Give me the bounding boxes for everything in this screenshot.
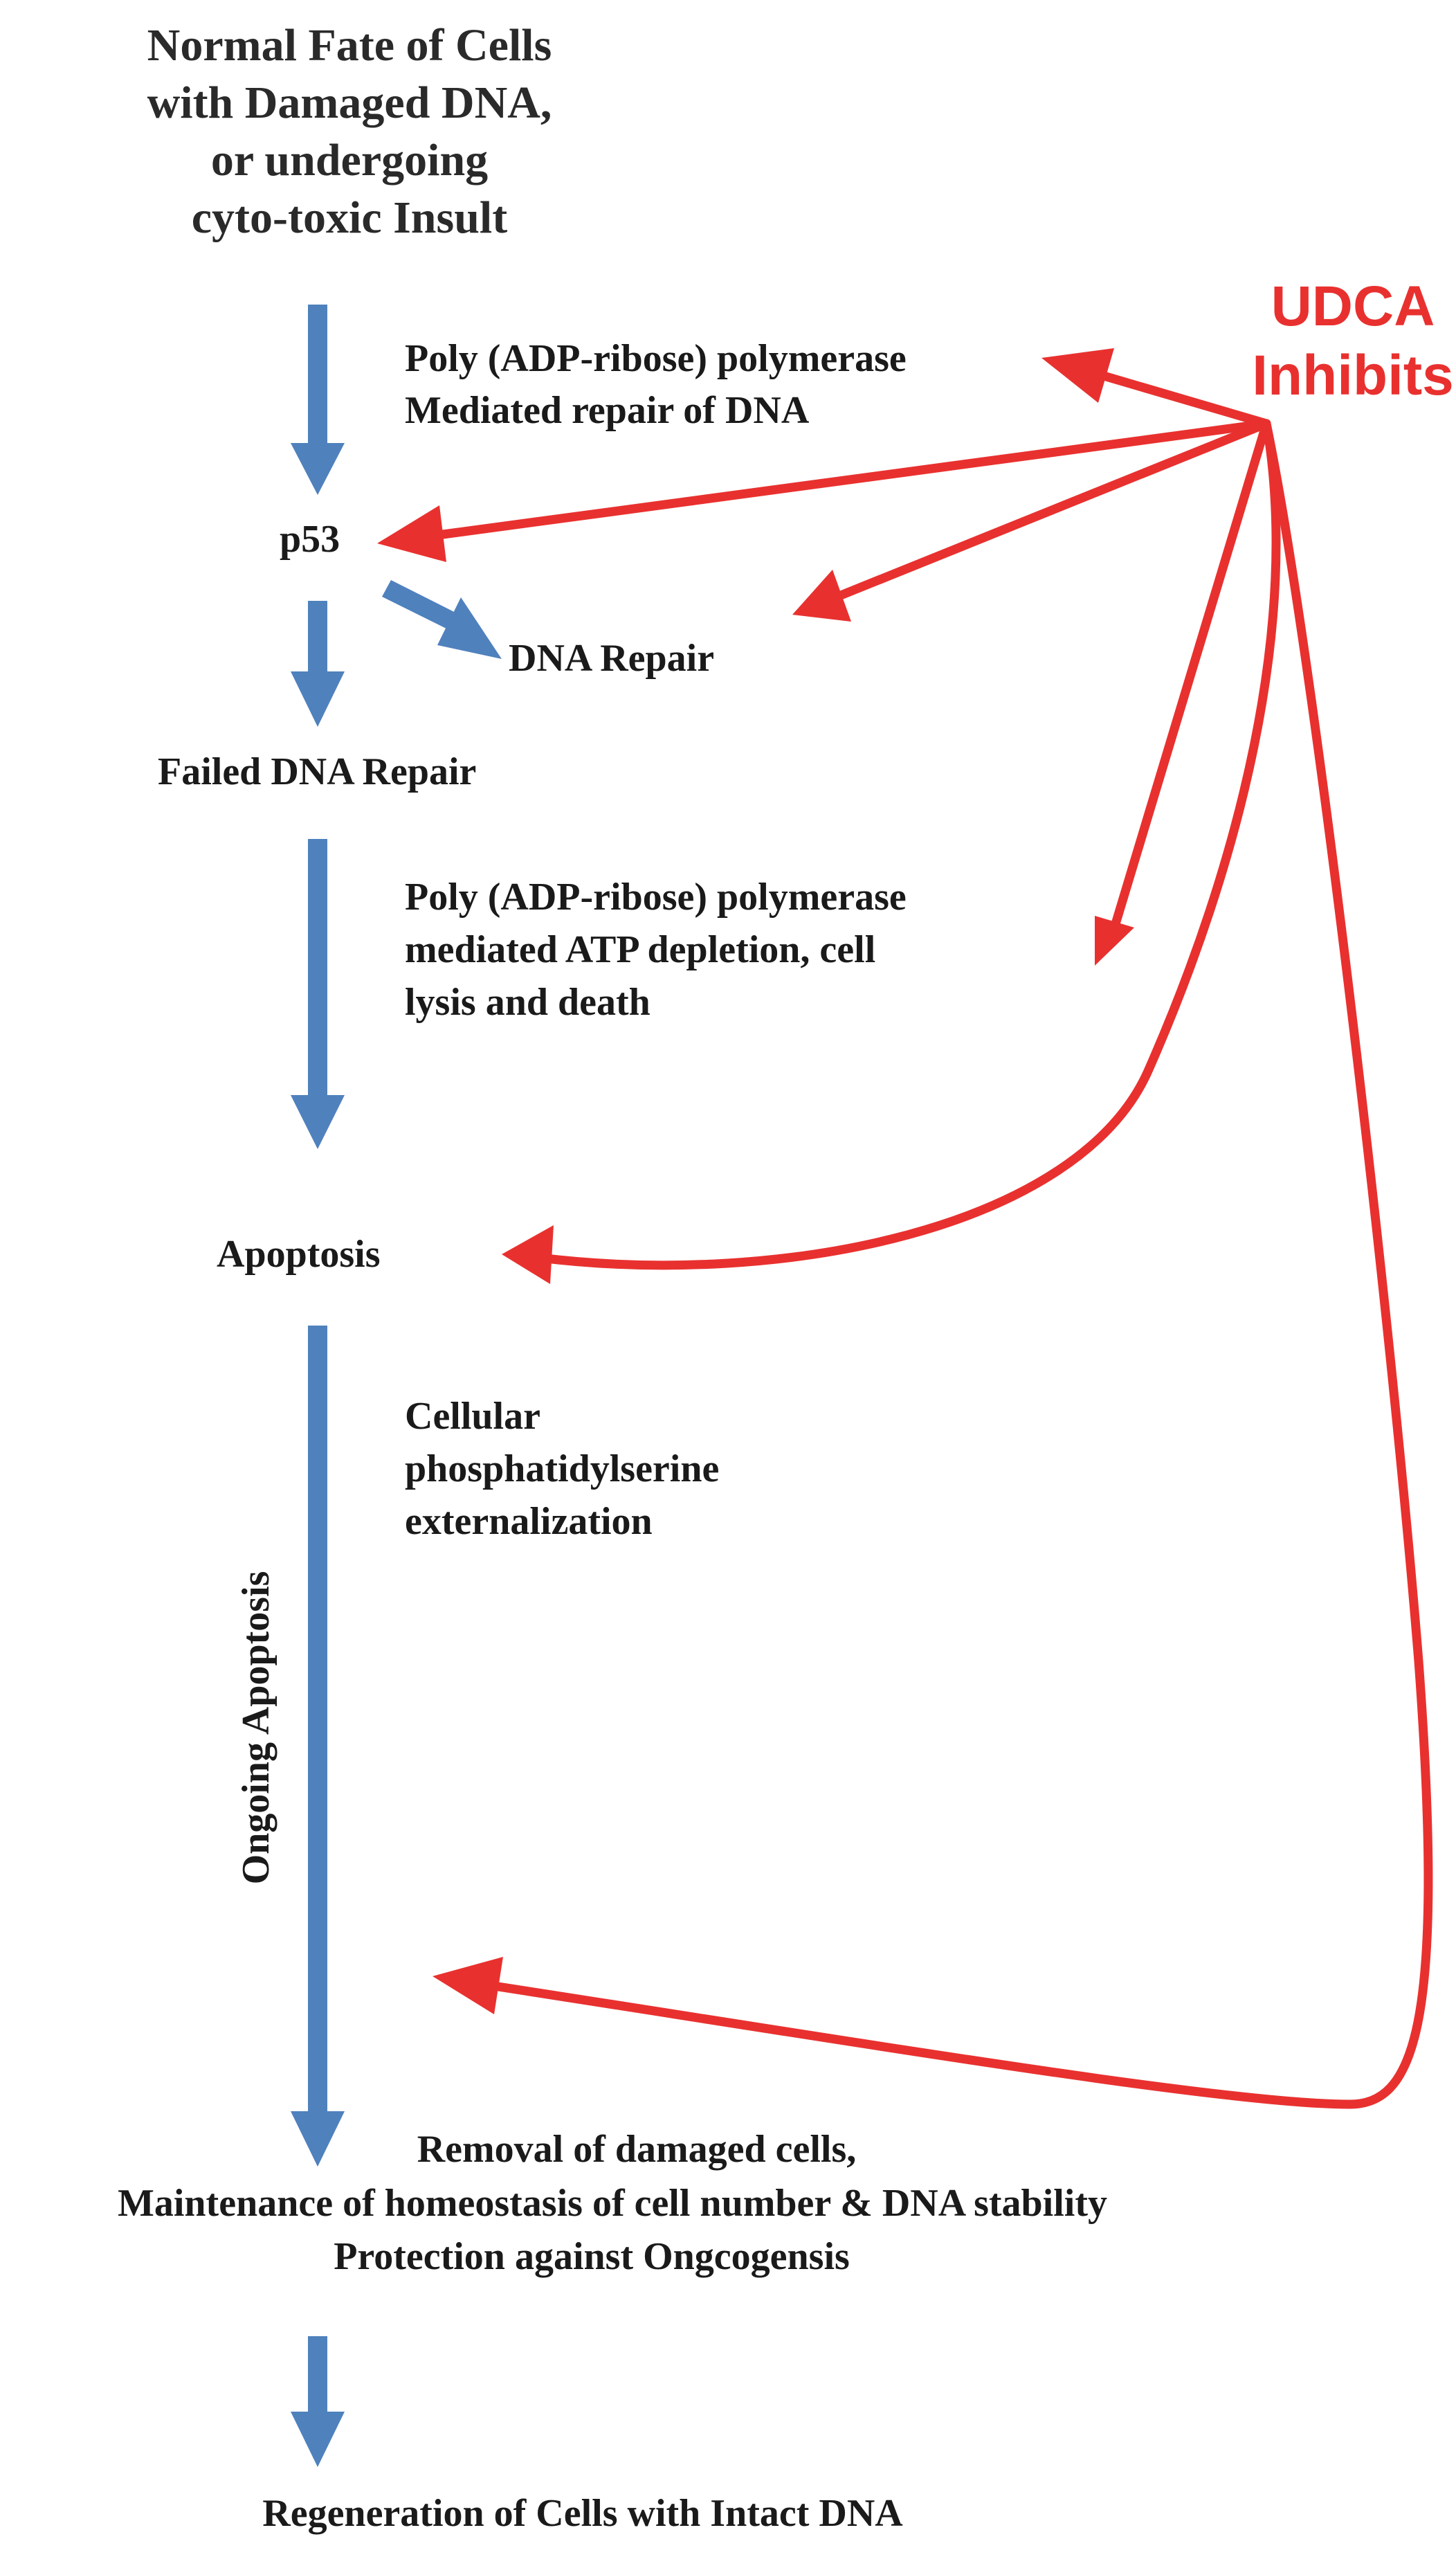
arrowhead-apoptosis — [502, 1225, 554, 1284]
inhibition-arrow-p53 — [438, 419, 1271, 539]
parp-repair-label-line-1: Poly (ADP-ribose) polymerase — [405, 337, 907, 380]
arrowhead-ps-externalization — [433, 1957, 503, 2014]
parp-atp-label-line-3: lysis and death — [405, 981, 650, 1024]
ps-externalization-label-line-2: phosphatidylserine — [405, 1447, 719, 1490]
arrowhead-p53 — [377, 505, 446, 562]
flow-arrow-to-regeneration — [291, 2336, 345, 2467]
ongoing-apoptosis-label: Ongoing Apoptosis — [235, 1571, 277, 1885]
parp-repair-label-line-2: Mediated repair of DNA — [405, 389, 810, 432]
inhibition-arrow-parp-repair — [1099, 371, 1271, 428]
ps-externalization-label-line-3: externalization — [405, 1500, 653, 1543]
arrowhead-parp-repair — [1041, 348, 1114, 403]
inhibition-arrow-apoptosis — [535, 419, 1281, 1270]
removal-label-line-2: Maintenance of homeostasis of cell numbe… — [118, 2182, 1107, 2225]
ps-externalization-label-line-1: Cellular — [405, 1395, 540, 1438]
p53-label: p53 — [280, 518, 340, 561]
udca-label: UDCA Inhibits — [1252, 275, 1454, 407]
inhibition-arrowheads — [377, 348, 1134, 2014]
udca-label-line-2: Inhibits — [1252, 344, 1454, 407]
flow-arrow-failed-repair-to-apoptosis — [291, 839, 345, 1149]
outcome-labels: Removal of damaged cells, Maintenance of… — [118, 2128, 1107, 2535]
inhibition-arrows — [438, 371, 1433, 2109]
failed-dna-repair-label: Failed DNA Repair — [158, 750, 476, 793]
inhibition-arrow-dna-repair — [836, 419, 1271, 600]
regeneration-label: Regeneration of Cells with Intact DNA — [262, 2492, 903, 2535]
diagram-title: Normal Fate of Cells with Damaged DNA, o… — [147, 20, 552, 243]
flow-arrow-p53-to-failed-repair — [291, 601, 345, 727]
title-line-3: or undergoing — [211, 135, 488, 186]
title-line-1: Normal Fate of Cells — [147, 20, 552, 71]
arrowhead-dna-repair — [792, 570, 851, 622]
inhibition-arrow-ps-externalization — [493, 419, 1433, 2109]
udca-label-line-1: UDCA — [1271, 275, 1435, 338]
removal-label-line-3: Protection against Ongcogensis — [334, 2235, 850, 2278]
flow-arrow-ongoing-apoptosis — [291, 1326, 345, 2167]
inhibition-arrow-parp-atp — [1108, 419, 1271, 938]
parp-atp-label-line-1: Poly (ADP-ribose) polymerase — [405, 876, 907, 919]
title-line-4: cyto-toxic Insult — [192, 192, 507, 243]
flow-arrows — [291, 305, 502, 2467]
dna-repair-label: DNA Repair — [509, 637, 714, 680]
title-line-2: with Damaged DNA, — [147, 78, 552, 128]
arrowhead-parp-atp — [1095, 916, 1134, 966]
parp-atp-label-line-2: mediated ATP depletion, cell — [405, 928, 875, 971]
flow-arrow-title-to-p53 — [291, 305, 345, 495]
removal-label-line-1: Removal of damaged cells, — [417, 2128, 857, 2171]
apoptosis-label: Apoptosis — [217, 1233, 381, 1276]
flow-arrow-p53-to-dna-repair — [382, 580, 502, 659]
